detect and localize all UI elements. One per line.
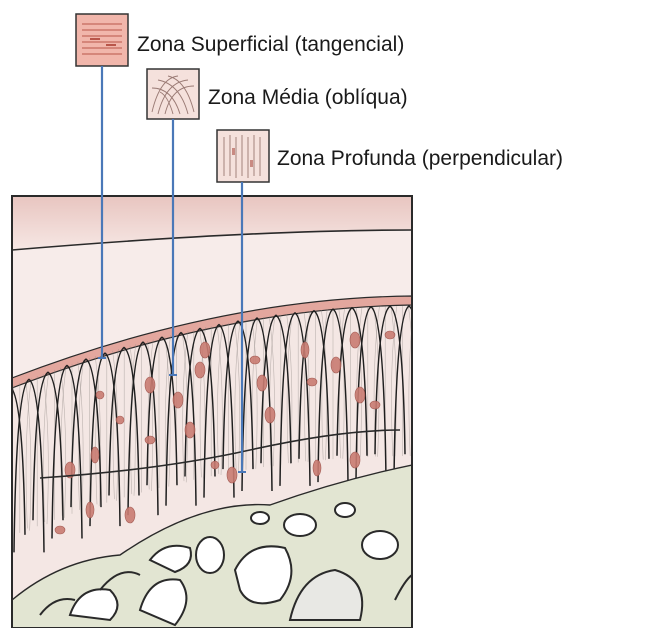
chondrocyte <box>227 467 237 483</box>
chondrocyte <box>145 436 155 444</box>
chondrocyte <box>350 332 360 348</box>
chondrocyte <box>331 357 341 373</box>
chondrocyte <box>86 502 94 518</box>
chondrocyte <box>385 331 395 339</box>
chondrocyte <box>125 507 135 523</box>
chondrocyte <box>200 342 210 358</box>
chondrocyte <box>355 387 365 403</box>
chondrocyte <box>265 407 275 423</box>
chondrocyte <box>173 392 183 408</box>
chondrocyte <box>211 461 219 469</box>
chondrocyte <box>145 377 155 393</box>
chondrocyte <box>91 447 99 463</box>
label-deep-zone: Zona Profunda (perpendicular) <box>277 147 563 170</box>
chondrocyte <box>195 362 205 378</box>
chondrocyte <box>301 342 309 358</box>
chondrocyte <box>250 356 260 364</box>
swatch-middle-zone <box>147 69 199 119</box>
label-middle-zone: Zona Média (oblíqua) <box>208 86 408 109</box>
swatch-superficial-zone <box>76 14 128 66</box>
chondrocyte <box>307 378 317 386</box>
tissue-section <box>0 196 424 628</box>
chondrocyte <box>350 452 360 468</box>
chondrocyte <box>116 416 124 424</box>
chondrocyte <box>313 460 321 476</box>
chondrocyte <box>55 526 65 534</box>
chondrocyte <box>185 422 195 438</box>
swatch-deep-zone <box>217 130 269 182</box>
chondrocyte <box>257 375 267 391</box>
chondrocyte <box>96 391 104 399</box>
label-superficial-zone: Zona Superficial (tangencial) <box>137 33 404 56</box>
chondrocyte <box>370 401 380 409</box>
